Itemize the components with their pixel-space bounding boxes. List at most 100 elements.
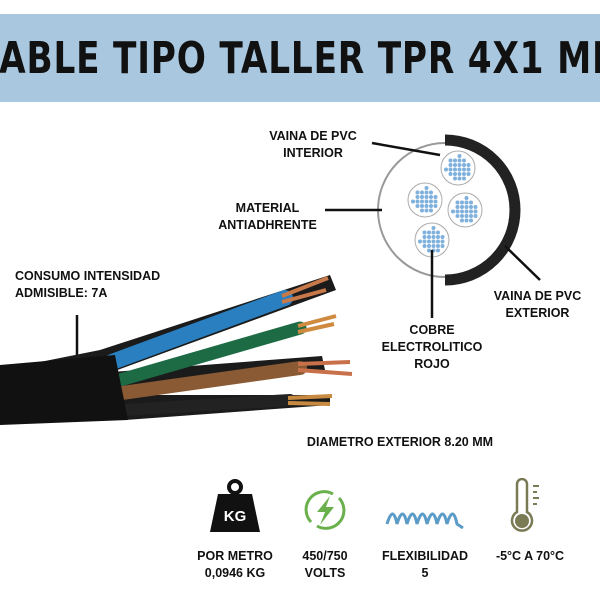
copper-strand (429, 199, 433, 204)
copper-strand (415, 195, 420, 199)
label-line: ANTIADHRENTE (218, 218, 317, 232)
copper-strand (469, 218, 473, 223)
flexibility-spring-icon (385, 512, 464, 530)
copper-strand (469, 200, 473, 205)
outer-sheath-arc (444, 134, 521, 286)
label-line: VAINA DE PVC (493, 289, 582, 303)
conductor-bundle (407, 182, 443, 218)
copper-strand (440, 244, 445, 248)
copper-strand (418, 239, 422, 244)
copper-strand (415, 204, 420, 208)
copper-strand (469, 209, 473, 214)
copper-strand (453, 158, 457, 163)
copper-strand (424, 208, 429, 213)
copper-strand (424, 190, 429, 195)
copper-strand (464, 209, 469, 214)
copper-strand (415, 190, 420, 195)
spec-line: FLEXIBILIDAD (381, 549, 469, 563)
copper-strand (431, 226, 436, 230)
spec-weight: POR METRO 0,0946 KG (190, 548, 280, 582)
copper-strand (427, 239, 431, 244)
copper-strand (422, 235, 427, 239)
spec-line: 5 (421, 566, 429, 580)
copper-strand (469, 214, 473, 218)
label-line: INTERIOR (283, 146, 343, 160)
copper-strand (457, 163, 462, 167)
copper-strand (440, 239, 445, 244)
copper-strand (464, 218, 469, 223)
label-copper: COBRE ELECTROLITICO ROJO (372, 322, 492, 373)
copper-strand (424, 199, 429, 204)
copper-strand (462, 158, 466, 163)
copper-strand (422, 239, 427, 244)
copper-strand (448, 167, 453, 172)
copper-strand (464, 214, 469, 218)
spec-line: 450/750 (302, 549, 348, 563)
copper-strand (457, 158, 462, 163)
copper-strand (420, 190, 424, 195)
page-title: CABLE TIPO TALLER TPR 4X1 MM (0, 32, 600, 84)
copper-strand (427, 235, 431, 239)
copper-strand (460, 214, 464, 218)
copper-strand (469, 205, 473, 209)
copper-strand (431, 235, 436, 239)
copper-strand (473, 209, 478, 214)
copper-strand (453, 172, 457, 176)
kg-text: KG (224, 508, 247, 525)
label-line: MATERIAL (235, 201, 300, 215)
spec-line: 0,0946 KG (204, 566, 266, 580)
copper-strand (455, 200, 460, 205)
copper-strand (453, 163, 457, 167)
copper-strand (420, 204, 424, 208)
weight-kg-icon: KG (210, 479, 260, 532)
copper-strand (464, 200, 469, 205)
copper-strand (448, 158, 453, 163)
copper-strand (460, 209, 464, 214)
copper-strand (433, 199, 438, 204)
copper-strand (422, 230, 427, 235)
copper-strand (422, 244, 427, 248)
copper-strand (429, 204, 433, 208)
label-line: ROJO (414, 357, 450, 371)
copper-strand (464, 205, 469, 209)
copper-strand (420, 199, 424, 204)
spec-temperature: -5°C A 70°C (480, 548, 580, 565)
copper-strand (455, 209, 460, 214)
copper-strand (462, 172, 466, 176)
copper-strand (415, 199, 420, 204)
copper-strand (455, 214, 460, 218)
voltage-bolt-icon (304, 490, 346, 530)
spec-voltage: 450/750 VOLTS (285, 548, 365, 582)
label-inner-sheath: VAINA DE PVC INTERIOR (258, 128, 368, 162)
copper-strand (448, 172, 453, 176)
copper-strand (453, 167, 457, 172)
thermometer-icon (510, 478, 539, 532)
spec-line: POR METRO (197, 549, 273, 563)
copper-strand (460, 218, 464, 223)
label-line: EXTERIOR (505, 306, 570, 320)
copper-strand (473, 214, 478, 218)
copper-strand (436, 248, 440, 253)
copper-strand (448, 163, 453, 167)
label-line: VAINA DE PVC (269, 129, 357, 143)
copper-strand (431, 230, 436, 235)
copper-strand (462, 167, 466, 172)
copper-strand (436, 244, 440, 248)
copper-strand (427, 248, 431, 253)
copper-strand (444, 167, 448, 172)
copper-strand (436, 235, 440, 239)
copper-strand (427, 230, 431, 235)
copper-strand (424, 204, 429, 208)
copper-strand (433, 195, 438, 199)
copper-strand (462, 176, 466, 181)
copper-strand (429, 190, 433, 195)
cross-section (377, 134, 521, 286)
copper-strand (466, 163, 471, 167)
copper-strand (433, 204, 438, 208)
copper-strand (440, 235, 445, 239)
copper-strand (453, 176, 457, 181)
copper-strand (431, 244, 436, 248)
copper-strand (466, 172, 471, 176)
copper-strand (424, 195, 429, 199)
spec-line: VOLTS (304, 566, 346, 580)
